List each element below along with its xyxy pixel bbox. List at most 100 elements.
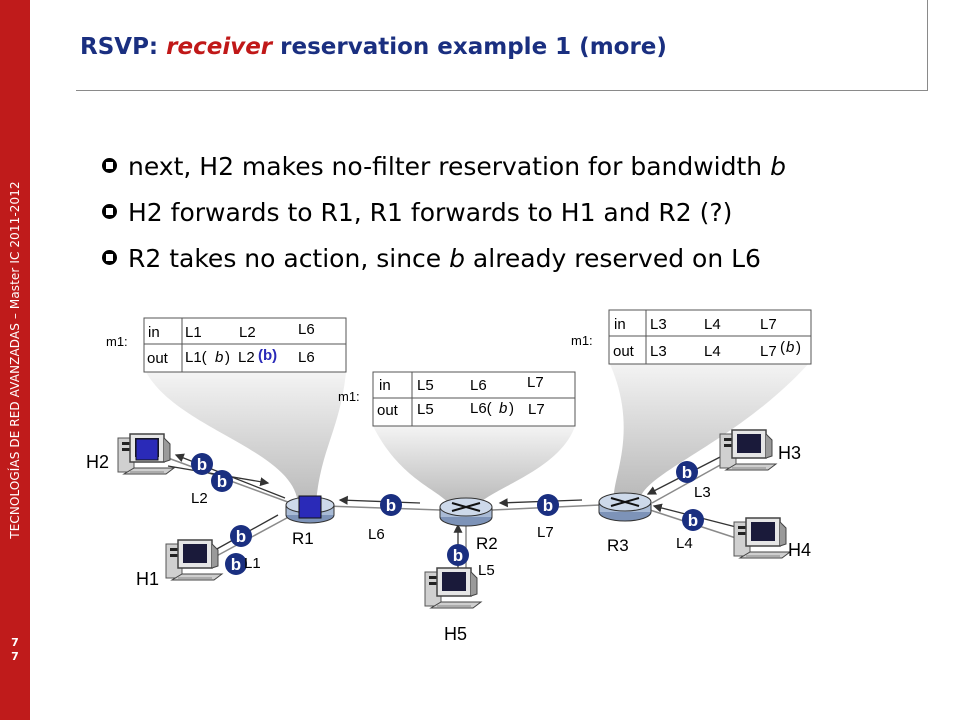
bullet-text-run: already reserved on L6 <box>464 244 761 273</box>
table-label: m1: <box>106 334 128 349</box>
bandwidth-badge: b <box>230 525 252 547</box>
host-label: H3 <box>778 443 801 463</box>
table-cell: L1( <box>185 349 207 366</box>
table-cell: L7 <box>528 401 545 418</box>
page-number: 7 7 <box>0 636 30 664</box>
table-cell: in <box>614 316 626 333</box>
table-cell: L7 <box>760 343 777 360</box>
link-label: L6 <box>368 526 385 543</box>
table-cell: ) <box>509 400 514 417</box>
bullet-1: next, H2 makes no-filter reservation for… <box>102 152 786 181</box>
cone-r3 <box>609 362 810 498</box>
bandwidth-badge: b <box>447 544 469 566</box>
badge-label: b <box>453 546 463 565</box>
table-cell: out <box>613 343 635 360</box>
table-cell-highlight: (b) <box>258 347 277 364</box>
bandwidth-badge: b <box>191 453 213 475</box>
router-r3-icon <box>598 492 652 522</box>
bullet-3: R2 takes no action, since b already rese… <box>102 244 761 273</box>
link-label: L5 <box>478 562 495 579</box>
table-r2 <box>372 371 576 427</box>
sidebar-band: TECNOLOGÍAS DE RED AVANZADAS – Master IC… <box>0 0 30 720</box>
resv-arrow <box>338 495 421 505</box>
badge-label: b <box>682 463 692 482</box>
link-label: L7 <box>537 524 554 541</box>
table-cell: b <box>499 400 507 417</box>
table-label: m1: <box>571 333 593 348</box>
table-cell: L7 <box>527 374 544 391</box>
table-cell: b <box>215 349 223 366</box>
bullet-marker-icon <box>102 158 117 173</box>
table-label: m1: <box>338 389 360 404</box>
host-h1-icon <box>165 539 223 581</box>
bullet-text-italic: b <box>770 152 786 181</box>
table-cell: L7 <box>760 316 777 333</box>
router-label: R2 <box>476 534 498 553</box>
title-prefix: RSVP: <box>80 34 167 60</box>
host-label: H5 <box>444 624 467 644</box>
badge-label: b <box>688 511 698 530</box>
router-label: R3 <box>607 536 629 555</box>
bandwidth-badge: b <box>211 470 233 492</box>
table-cell: in <box>379 377 391 394</box>
table-cell: ) <box>225 349 230 366</box>
badge-label: b <box>217 472 227 491</box>
table-cell: L3 <box>650 316 667 333</box>
bandwidth-badge: b <box>676 461 698 483</box>
table-cell: b <box>786 339 794 356</box>
badge-label: b <box>543 496 553 515</box>
badge-label: b <box>236 527 246 546</box>
host-label: H1 <box>136 569 159 589</box>
badge-label: b <box>197 455 207 474</box>
bullet-text-italic: b <box>449 244 465 273</box>
page-number-digit: 7 <box>11 636 19 649</box>
bullet-text-run: H2 forwards to R1, R1 forwards to H1 and… <box>128 198 733 227</box>
link-label: L2 <box>191 490 208 507</box>
bullet-marker-icon <box>102 250 117 265</box>
bandwidth-badge: b <box>682 509 704 531</box>
bandwidth-badge: b <box>380 494 402 516</box>
title-suffix: reservation example 1 (more) <box>272 34 667 60</box>
table-cell: L6( <box>470 400 492 417</box>
link-label: L3 <box>694 484 711 501</box>
table-cell: L2 <box>238 349 255 366</box>
bandwidth-badge: b <box>225 553 247 575</box>
table-cell: L3 <box>650 343 667 360</box>
title-rule-vertical <box>927 0 928 91</box>
table-cell: L4 <box>704 316 721 333</box>
badge-label: b <box>386 496 396 515</box>
table-r3 <box>608 309 812 365</box>
table-r1 <box>143 317 347 373</box>
table-cell: L1 <box>185 324 202 341</box>
bullet-marker-icon <box>102 204 117 219</box>
bullet-text: next, H2 makes no-filter reservation for… <box>128 152 786 181</box>
table-cell: L5 <box>417 377 434 394</box>
page-number-digit: 7 <box>11 650 19 663</box>
bandwidth-badge: b <box>537 494 559 516</box>
link-label: L4 <box>676 535 693 552</box>
link-label: L1 <box>244 555 261 572</box>
slide-title: RSVP: receiver reservation example 1 (mo… <box>80 34 667 60</box>
table-cell: L6 <box>298 321 315 338</box>
title-emphasis: receiver <box>166 34 273 60</box>
cone-r2 <box>373 426 575 505</box>
table-cell: out <box>147 350 169 367</box>
table-cell: out <box>377 402 399 419</box>
host-h5-icon <box>424 567 482 609</box>
bullet-2: H2 forwards to R1, R1 forwards to H1 and… <box>102 198 732 227</box>
bullet-text: R2 takes no action, since b already rese… <box>128 244 761 273</box>
router-label: R1 <box>292 529 314 548</box>
table-cell: in <box>148 324 160 341</box>
router-r1-icon <box>285 495 335 524</box>
host-h2-highlight <box>135 438 159 461</box>
title-rule <box>76 90 928 91</box>
host-h3-icon <box>719 429 777 471</box>
table-cell: ) <box>796 339 801 356</box>
host-label: H4 <box>788 540 811 560</box>
bullet-text: H2 forwards to R1, R1 forwards to H1 and… <box>128 198 732 227</box>
cone-r1 <box>146 372 346 505</box>
bullet-text-run: R2 takes no action, since <box>128 244 450 273</box>
